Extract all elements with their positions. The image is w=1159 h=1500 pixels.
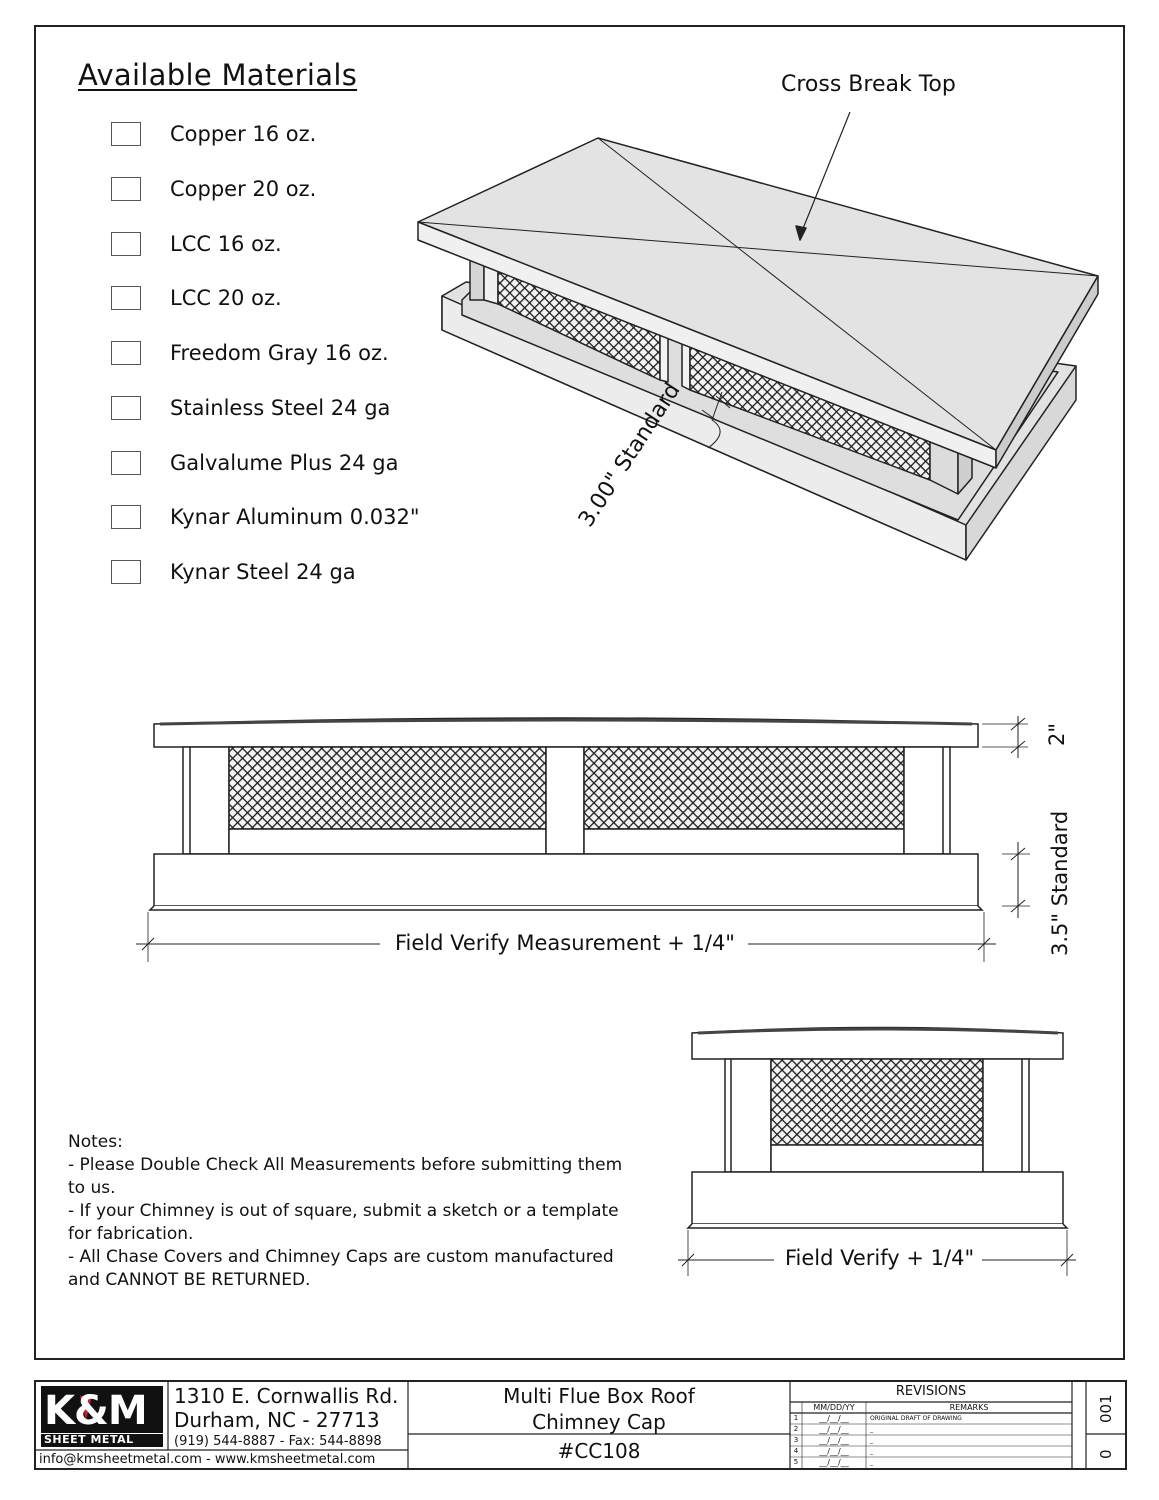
isometric-view xyxy=(417,111,1099,561)
material-checkbox[interactable] xyxy=(111,505,141,530)
note-line: - If your Chimney is out of square, subm… xyxy=(68,1201,619,1244)
material-option[interactable]: Copper 20 oz. xyxy=(111,176,316,202)
material-label: LCC 20 oz. xyxy=(170,286,282,311)
revisions-date-header: MM/DD/YY xyxy=(813,1403,855,1412)
side-view xyxy=(678,1026,1076,1276)
material-option[interactable]: Freedom Gray 16 oz. xyxy=(111,340,389,366)
phone-fax: (919) 544-8887 - Fax: 544-8898 xyxy=(174,1434,382,1449)
note-line: - Please Double Check All Measurements b… xyxy=(68,1155,623,1198)
revisions-remarks-header: REMARKS xyxy=(949,1403,989,1412)
address-line-2: Durham, NC - 27713 xyxy=(174,1408,380,1432)
revision-row-remark: _ xyxy=(870,1437,873,1444)
material-checkbox[interactable] xyxy=(111,395,141,420)
material-checkbox[interactable] xyxy=(111,560,141,584)
material-option[interactable]: Kynar Aluminum 0.032" xyxy=(111,504,420,530)
product-name-1: Multi Flue Box Roof xyxy=(503,1384,695,1408)
note-line: - All Chase Covers and Chimney Caps are … xyxy=(68,1247,614,1290)
revision-row-number: 2 xyxy=(793,1425,799,1433)
material-label: Copper 16 oz. xyxy=(170,122,317,146)
material-checkbox[interactable] xyxy=(111,341,141,365)
revision-row-number: 1 xyxy=(793,1414,799,1422)
material-checkbox[interactable] xyxy=(111,286,141,311)
material-checkbox[interactable] xyxy=(111,176,141,201)
revision-row-number: 3 xyxy=(793,1436,799,1444)
revision-row-date: __/__/__ xyxy=(819,1414,849,1423)
sheet-number: 001 xyxy=(1097,1394,1115,1423)
drawing-frame xyxy=(34,25,1125,1360)
revisions-title: REVISIONS xyxy=(895,1384,967,1399)
address-line-1: 1310 E. Cornwallis Rd. xyxy=(174,1384,399,1408)
material-label: Freedom Gray 16 oz. xyxy=(170,341,389,365)
revision-row-remark: _ xyxy=(870,1426,873,1433)
km-logo xyxy=(41,1386,163,1447)
material-label: LCC 16 oz. xyxy=(170,231,282,256)
revision-number: 0 xyxy=(1097,1449,1115,1459)
logo-mark: K&M xyxy=(44,1388,148,1434)
notes-title: Notes: xyxy=(68,1132,123,1152)
material-checkbox[interactable] xyxy=(111,122,141,146)
material-label: Kynar Steel 24 ga xyxy=(170,560,356,584)
side-width-dim: Field Verify + 1/4" xyxy=(785,1246,975,1270)
revision-row-date: __/__/__ xyxy=(819,1447,849,1456)
material-checkbox[interactable] xyxy=(111,450,141,475)
material-option[interactable]: Copper 16 oz. xyxy=(111,121,316,147)
material-label: Copper 20 oz. xyxy=(170,176,317,201)
revision-row-remark: ORIGINAL DRAFT OF DRAWING xyxy=(870,1415,962,1422)
material-label: Stainless Steel 24 ga xyxy=(170,395,391,420)
material-option[interactable]: LCC 20 oz. xyxy=(111,285,282,311)
revision-row-number: 4 xyxy=(793,1447,799,1455)
revision-row-date: __/__/__ xyxy=(819,1425,849,1434)
notes: Notes: - Please Double Check All Measure… xyxy=(68,1131,628,1292)
materials-title: Available Materials xyxy=(78,58,358,92)
revision-row-number: 5 xyxy=(793,1458,799,1466)
revision-row-date: __/__/__ xyxy=(819,1436,849,1445)
cross-break-label: Cross Break Top xyxy=(781,72,956,97)
product-name-2: Chimney Cap xyxy=(532,1410,666,1434)
material-option[interactable]: Kynar Steel 24 ga xyxy=(111,559,356,585)
contact-web: info@kmsheetmetal.com - www.kmsheetmetal… xyxy=(39,1452,376,1467)
material-label: Kynar Aluminum 0.032" xyxy=(170,505,420,530)
part-number: #CC108 xyxy=(557,1439,641,1463)
front-width-dim: Field Verify Measurement + 1/4" xyxy=(395,931,735,955)
material-option[interactable]: Galvalume Plus 24 ga xyxy=(111,450,399,476)
material-option[interactable]: Stainless Steel 24 ga xyxy=(111,395,390,421)
material-checkbox[interactable] xyxy=(111,231,141,256)
material-label: Galvalume Plus 24 ga xyxy=(170,450,399,475)
revision-row-remark: _ xyxy=(870,1459,873,1466)
material-option[interactable]: LCC 16 oz. xyxy=(111,231,282,257)
revision-row-date: __/__/__ xyxy=(819,1458,849,1467)
title-block xyxy=(34,1380,1127,1470)
logo-subtitle: SHEET METAL xyxy=(44,1433,134,1446)
revision-row-remark: _ xyxy=(870,1448,873,1455)
front-view xyxy=(136,716,1030,962)
